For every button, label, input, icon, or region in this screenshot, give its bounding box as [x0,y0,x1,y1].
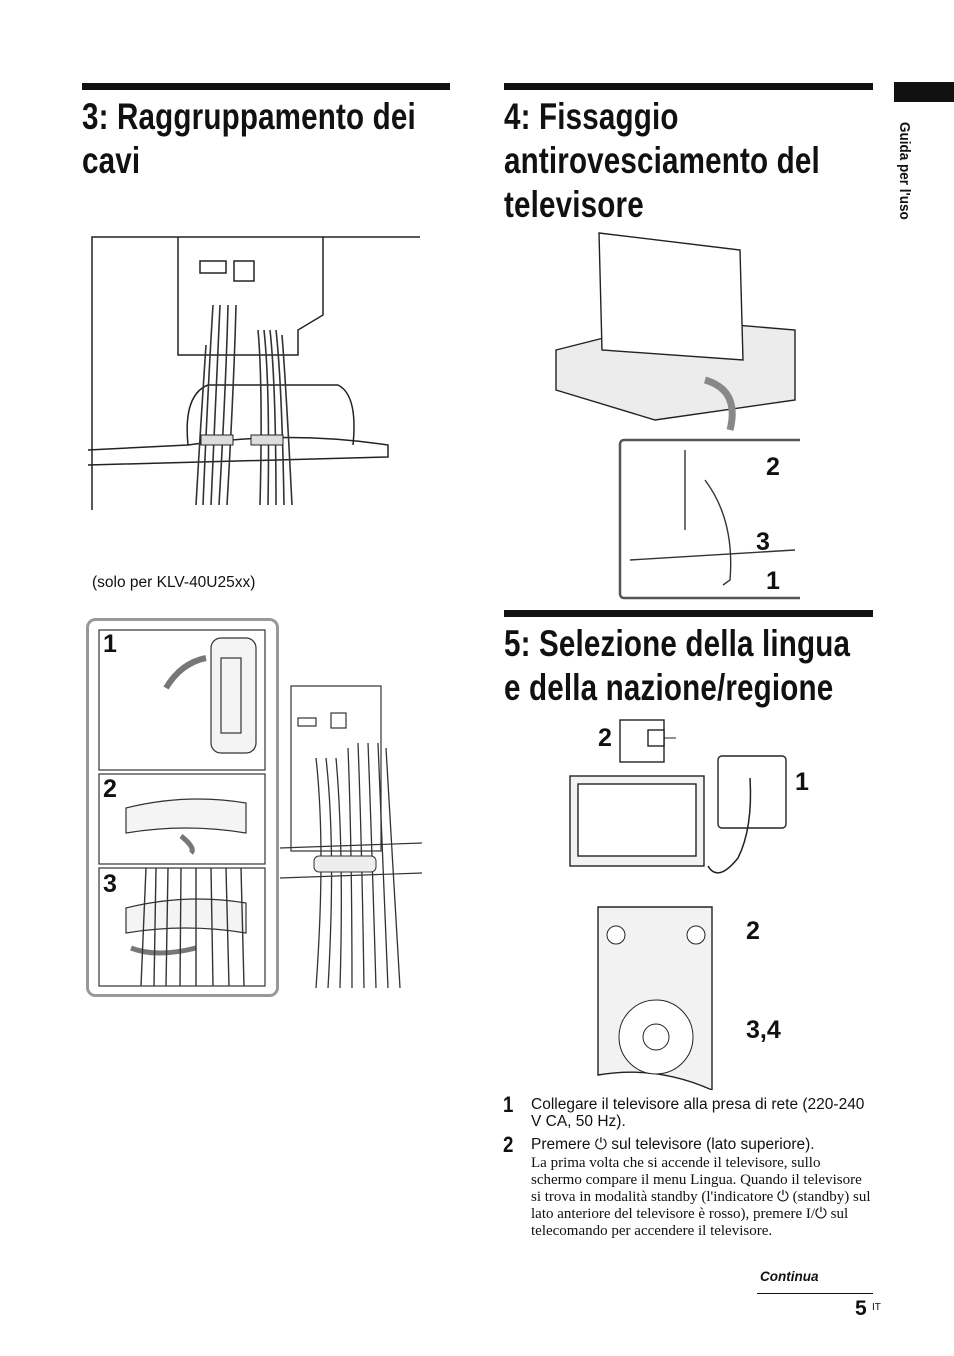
section-4-title-line2: antirovesciamento del [504,140,820,181]
section-3-title: 3: Raggruppamento dei cavi [82,95,416,183]
model-caption: (solo per KLV-40U25xx) [92,574,256,591]
cable-clip-drawing [86,618,422,997]
side-tab-marker [894,82,954,102]
section-5-title-line2: e della nazione/regione [504,667,834,708]
remote-power-label: 2 [746,917,760,945]
section-5-title-line1: 5: Selezione della lingua [504,623,851,664]
anti-tip-drawing [555,232,800,600]
section-4-title: 4: Fissaggio antirovesciamento del telev… [504,95,820,227]
anti-tip-illustration [555,230,800,600]
continua-label: Continua [760,1269,819,1284]
power-illustration [568,718,788,888]
cable-clip-illustration [86,618,422,998]
page-number: 5 [855,1297,867,1320]
side-label: Guida per l'uso [896,122,913,220]
stand-belt-label: 3 [756,528,770,556]
step-1-text: Collegare il televisore alla presa di re… [531,1096,865,1130]
step-2-detail: La prima volta che si accende il televis… [531,1155,871,1239]
clip-step-2-label: 2 [103,775,117,803]
step-1-number: 1 [503,1092,514,1117]
stand-screw-label: 2 [766,453,780,481]
power-plug-label: 1 [795,768,809,796]
section-4-rule [504,83,873,90]
cable-bundling-illustration [88,235,422,510]
step-2-number: 2 [503,1132,514,1157]
section-3-rule [82,83,450,90]
continua-rule [757,1293,873,1294]
section-4-title-line3: televisore [504,184,644,225]
section-5-title: 5: Selezione della lingua e della nazion… [504,622,850,710]
page-language-suffix: IT [872,1302,881,1313]
section-3-title-line1: 3: Raggruppamento dei [82,96,416,137]
section-3-title-line2: cavi [82,140,141,181]
power-drawing [569,719,787,874]
clip-step-1-label: 1 [103,630,117,658]
remote-nav-label: 3,4 [746,1016,781,1044]
clip-step-3-label: 3 [103,870,117,898]
language-steps: 1 Collegare il televisore alla presa di … [503,1092,873,1246]
step-2-text: Premere ⏻ sul televisore (lato superiore… [531,1136,815,1153]
remote-illustration [596,905,721,1090]
remote-drawing [597,906,713,1090]
section-5-rule [504,610,873,617]
cable-bundling-drawing [88,236,420,510]
section-4-title-line1: 4: Fissaggio [504,96,679,137]
step-2: 2 Premere ⏻ sul televisore (lato superio… [503,1132,873,1240]
stand-base-label: 1 [766,567,780,595]
step-1: 1 Collegare il televisore alla presa di … [503,1092,873,1130]
power-button-label: 2 [598,724,612,752]
